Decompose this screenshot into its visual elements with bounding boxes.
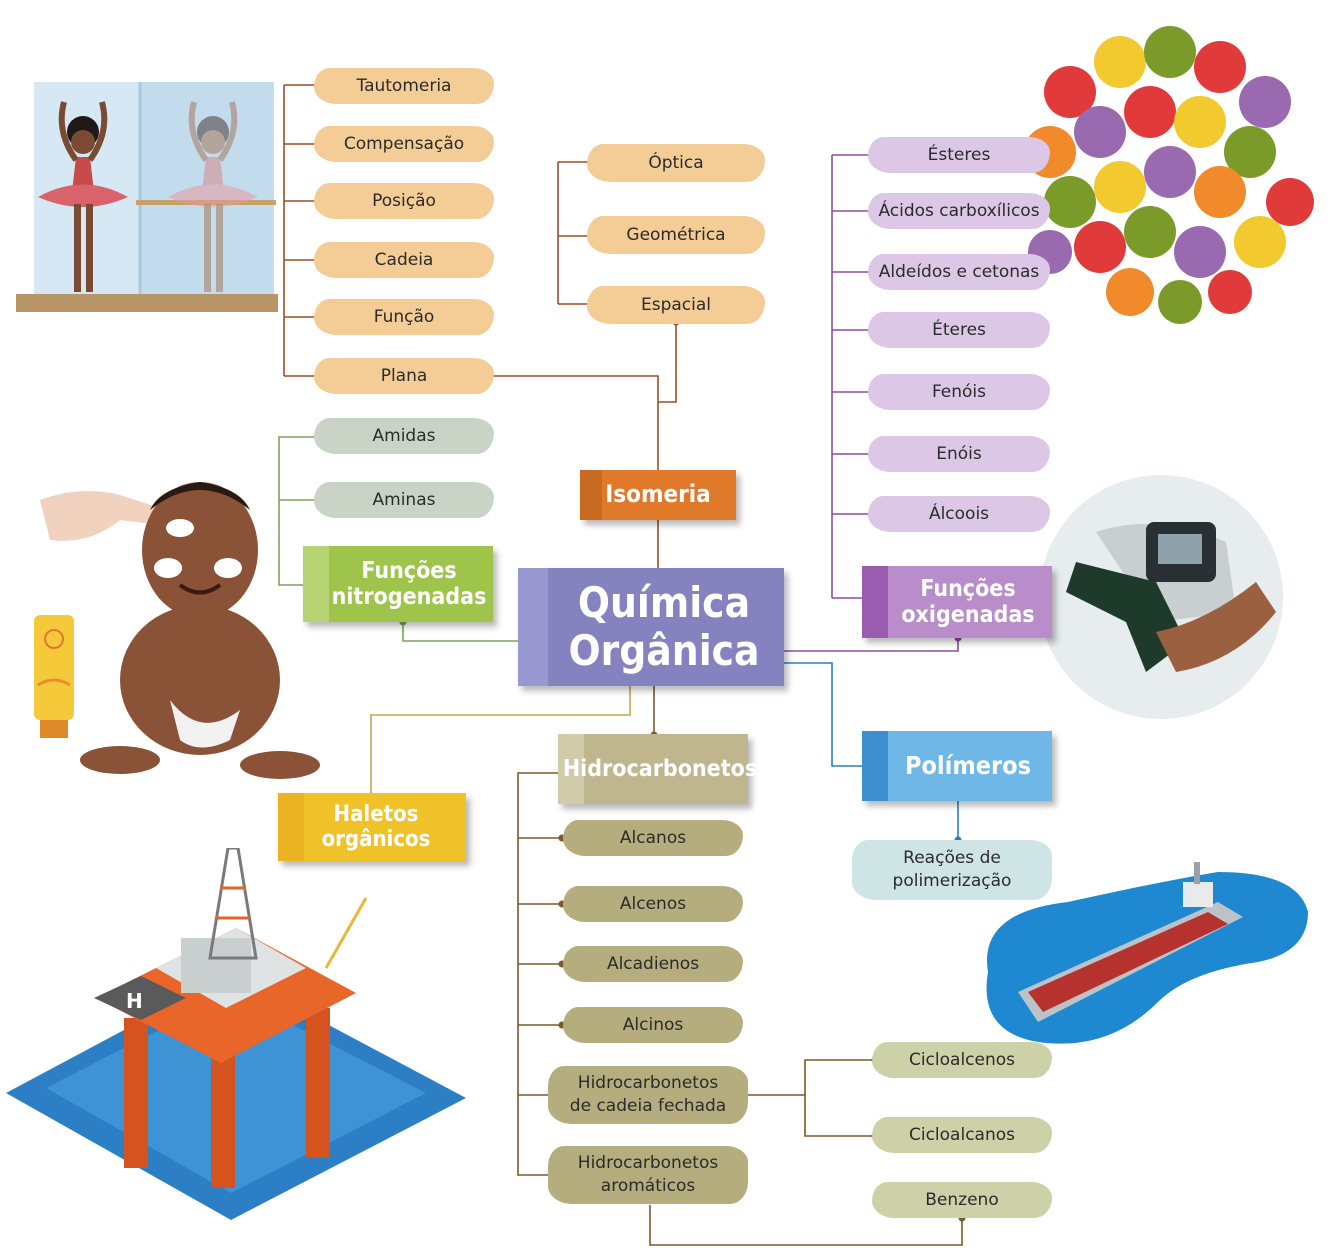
- cadeia-node: Cadeia: [314, 242, 494, 278]
- acidos-carboxilicos-node: Ácidos carboxílicos: [868, 193, 1050, 229]
- amidas-node: Amidas: [314, 418, 494, 454]
- geometrica-label: Geométrica: [626, 224, 726, 245]
- optica-label: Óptica: [648, 152, 704, 173]
- oxigenadas-title-line1: Funções: [920, 575, 1016, 602]
- tautomeria-node: Tautomeria: [314, 68, 494, 104]
- oxigenadas-title-line2: oxigenadas: [901, 602, 1035, 628]
- svg-text:H: H: [126, 989, 143, 1013]
- funcoes-oxigenadas-category: Funções oxigenadas: [862, 566, 1052, 638]
- center-band: [518, 568, 548, 686]
- eteres-node: Éteres: [868, 312, 1050, 348]
- hidrocarbonetos-title: Hidrocarbonetos: [562, 755, 758, 782]
- benzeno-label: Benzeno: [925, 1189, 999, 1210]
- center-title-line2: Orgânica: [568, 626, 760, 675]
- fuel-nozzle-image: [1039, 475, 1283, 719]
- reacoes-polimerizacao-node: Reações de polimerização: [852, 840, 1052, 900]
- nitrogenadas-title-line1: Funções: [361, 557, 457, 584]
- cicloalcenos-label: Cicloalcenos: [908, 1049, 1016, 1070]
- quimica-organica-center: Química Orgânica: [518, 568, 784, 686]
- fenois-node: Fenóis: [868, 374, 1050, 410]
- aldeidos-cetonas-node: Aldeídos e cetonas: [868, 254, 1050, 290]
- plana-label: Plana: [380, 365, 428, 386]
- espacial-label: Espacial: [640, 294, 712, 315]
- alcinos-label: Alcinos: [622, 1014, 684, 1035]
- haletos-title: Haletos orgânicos: [321, 801, 431, 852]
- oil-tanker-ship-image: [986, 862, 1308, 1044]
- benzeno-node: Benzeno: [872, 1182, 1052, 1218]
- posicao-label: Posição: [372, 190, 436, 211]
- hidrocarbonetos-cadeia-fechada-line2: de cadeia fechada: [569, 1096, 727, 1116]
- esteres-label: Ésteres: [927, 144, 991, 165]
- reacoes-polimerizacao-line2: polimerização: [892, 871, 1012, 891]
- hidrocarbonetos-aromaticos-line1: Hidrocarbonetos: [577, 1153, 719, 1174]
- nitrogenadas-band: [303, 546, 329, 622]
- compensacao-node: Compensação: [314, 126, 494, 162]
- amidas-label: Amidas: [372, 425, 436, 446]
- plana-node: Plana: [314, 358, 494, 394]
- fenois-label: Fenóis: [931, 381, 987, 402]
- haletos-band: [278, 793, 304, 861]
- funcao-node: Função: [314, 299, 494, 335]
- oxigenadas-band: [862, 566, 888, 638]
- alcenos-node: Alcenos: [563, 886, 743, 922]
- posicao-node: Posição: [314, 183, 494, 219]
- espacial-node: Espacial: [587, 286, 765, 324]
- aldeidos-cetonas-label: Aldeídos e cetonas: [878, 261, 1040, 282]
- oil-platform-image: H: [6, 848, 466, 1220]
- alcenos-label: Alcenos: [619, 893, 687, 914]
- isomeria-band: [580, 470, 602, 520]
- optica-node: Óptica: [587, 144, 765, 182]
- center-title-line1: Química: [577, 577, 751, 627]
- tautomeria-label: Tautomeria: [356, 75, 452, 96]
- baby-sunscreen-image: [40, 482, 320, 779]
- cadeia-label: Cadeia: [374, 249, 434, 270]
- polimeros-category: Polímeros: [862, 731, 1052, 801]
- funcoes-nitrogenadas-category: Funções nitrogenadas: [303, 546, 493, 622]
- sunscreen-tube-image: [34, 615, 74, 738]
- alcanos-label: Alcanos: [619, 827, 687, 848]
- aminas-node: Aminas: [314, 482, 494, 518]
- isomeria-category: Isomeria: [580, 470, 736, 520]
- enois-label: Enóis: [936, 443, 982, 464]
- alcadienos-label: Alcadienos: [606, 953, 700, 974]
- alcanos-node: Alcanos: [563, 820, 743, 856]
- acidos-carboxilicos-label: Ácidos carboxílicos: [878, 200, 1040, 221]
- alcoois-node: Álcoois: [868, 496, 1050, 532]
- hidrocarbonetos-aromaticos-line2: aromáticos: [600, 1176, 696, 1196]
- haletos-organicos-category: Haletos orgânicos: [278, 793, 466, 861]
- ballerina-mirror-image: [16, 82, 278, 312]
- funcao-label: Função: [373, 306, 435, 327]
- polimeros-band: [862, 731, 888, 801]
- alcadienos-node: Alcadienos: [563, 946, 743, 982]
- aminas-label: Aminas: [372, 489, 436, 510]
- hidrocarbonetos-aromaticos-node: Hidrocarbonetos aromáticos: [548, 1146, 748, 1204]
- compensacao-label: Compensação: [343, 133, 465, 154]
- cicloalcanos-label: Cicloalcanos: [908, 1124, 1015, 1145]
- hidrocarbonetos-cadeia-fechada-node: Hidrocarbonetos de cadeia fechada: [548, 1066, 748, 1124]
- hidrocarbonetos-category: Hidrocarbonetos: [558, 734, 757, 804]
- cicloalcanos-node: Cicloalcanos: [872, 1117, 1052, 1153]
- nitrogenadas-title-line2: nitrogenadas: [331, 584, 487, 610]
- alcoois-label: Álcoois: [928, 503, 990, 524]
- eteres-label: Éteres: [932, 319, 986, 340]
- gumdrops-candy-image: [1024, 26, 1314, 324]
- isomeria-title: Isomeria: [605, 480, 711, 509]
- hidrocarbonetos-band: [558, 734, 584, 804]
- esteres-node: Ésteres: [868, 137, 1050, 173]
- hidrocarbonetos-cadeia-fechada-line1: Hidrocarbonetos: [577, 1073, 719, 1094]
- alcinos-node: Alcinos: [563, 1007, 743, 1043]
- polimeros-title: Polímeros: [905, 750, 1031, 780]
- geometrica-node: Geométrica: [587, 216, 765, 254]
- reacoes-polimerizacao-line1: Reações de: [903, 848, 1001, 869]
- enois-node: Enóis: [868, 436, 1050, 472]
- cicloalcenos-node: Cicloalcenos: [872, 1042, 1052, 1078]
